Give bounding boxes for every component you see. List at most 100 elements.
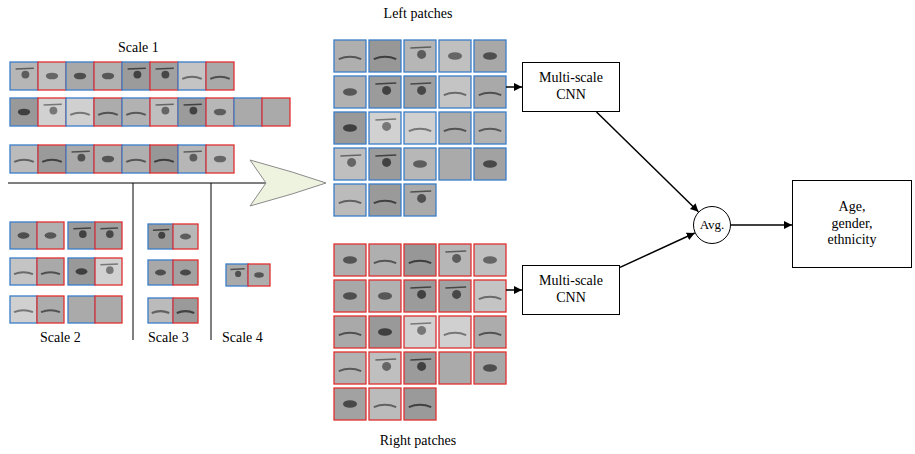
patch-image <box>334 352 366 384</box>
patch-feature <box>41 272 60 274</box>
patch-feature <box>409 129 431 131</box>
face-patch <box>474 244 506 276</box>
patch-image <box>38 98 66 126</box>
patch-feature <box>479 297 501 299</box>
patch-feature <box>340 154 361 156</box>
face-patch <box>66 145 94 173</box>
face-patch <box>334 388 366 420</box>
patch-image <box>37 222 64 249</box>
patch-feature <box>409 261 431 263</box>
patch-feature <box>374 261 396 263</box>
patch-image <box>68 258 95 285</box>
face-patch <box>38 98 66 126</box>
patch-feature <box>214 109 226 116</box>
patch-feature <box>180 270 191 276</box>
face-patch <box>474 280 506 312</box>
patch-feature <box>339 57 361 59</box>
arrow-connector <box>620 233 695 267</box>
patch-image <box>404 280 436 312</box>
patch-image <box>10 145 38 173</box>
patch-image <box>66 62 94 90</box>
face-patch <box>178 98 206 126</box>
patch-feature <box>445 250 466 252</box>
patch-feature <box>189 107 197 115</box>
patch-feature <box>413 160 427 168</box>
divider-line <box>133 183 134 340</box>
patch-feature <box>417 362 426 371</box>
face-patch <box>369 388 401 420</box>
patch-image <box>10 258 37 285</box>
face-patch <box>38 62 66 90</box>
patch-image <box>38 145 66 173</box>
face-patch <box>173 224 198 249</box>
patch-feature <box>76 268 88 274</box>
patch-image <box>68 222 95 249</box>
face-patch <box>10 145 38 173</box>
face-patch <box>148 224 173 249</box>
face-patch <box>38 145 66 173</box>
face-patch <box>404 148 436 180</box>
face-patch <box>148 298 173 323</box>
face-patch <box>173 298 198 323</box>
face-patch <box>173 260 198 285</box>
patch-feature <box>444 333 466 335</box>
patch-image <box>150 98 178 126</box>
patch-image <box>439 76 471 108</box>
patch-feature <box>18 232 30 238</box>
face-patch <box>474 76 506 108</box>
divider-line <box>211 183 212 340</box>
node-text: Age, gender, ethnicity <box>821 199 883 249</box>
patch-image <box>439 40 471 72</box>
patch-feature <box>452 290 461 299</box>
patch-feature <box>417 326 426 335</box>
patch-image <box>66 98 94 126</box>
patch-image <box>474 148 506 180</box>
patch-feature <box>133 71 141 79</box>
patch-image <box>439 316 471 348</box>
face-patch <box>369 352 401 384</box>
face-patch <box>94 62 122 90</box>
patch-image <box>148 260 173 285</box>
face-patch <box>206 145 234 173</box>
patch-image <box>474 244 506 276</box>
face-patch <box>369 280 401 312</box>
patch-image <box>404 388 436 420</box>
arrow-connector <box>597 112 699 212</box>
patch-feature <box>180 234 191 240</box>
patch-image <box>10 98 38 126</box>
patch-image <box>150 145 178 173</box>
patch-feature <box>152 311 170 313</box>
patch-image <box>150 62 178 90</box>
patch-image <box>474 316 506 348</box>
face-patch <box>369 112 401 144</box>
patch-feature <box>444 93 466 95</box>
face-patch <box>122 98 150 126</box>
node-text: Multi-scale CNN <box>529 273 613 307</box>
patch-feature <box>210 77 230 79</box>
patch-feature <box>483 256 497 264</box>
face-patch <box>178 62 206 90</box>
face-patch <box>474 148 506 180</box>
patch-feature <box>154 160 174 162</box>
patch-image <box>94 98 122 126</box>
patch-feature <box>483 52 497 60</box>
face-patch <box>95 258 122 285</box>
patch-image <box>37 258 64 285</box>
face-patch <box>334 148 366 180</box>
face-patch <box>404 244 436 276</box>
patch-image <box>474 40 506 72</box>
face-patch <box>439 148 471 180</box>
patch-feature <box>156 103 174 105</box>
face-patch <box>334 244 366 276</box>
face-patch <box>439 316 471 348</box>
patch-feature <box>375 118 396 120</box>
face-patch <box>206 62 234 90</box>
patch-feature <box>339 333 361 335</box>
patch-feature <box>126 160 146 162</box>
block-arrow <box>250 160 326 206</box>
patch-image <box>10 222 37 249</box>
face-patch <box>37 258 64 285</box>
face-patch <box>369 76 401 108</box>
patch-image <box>148 298 173 323</box>
